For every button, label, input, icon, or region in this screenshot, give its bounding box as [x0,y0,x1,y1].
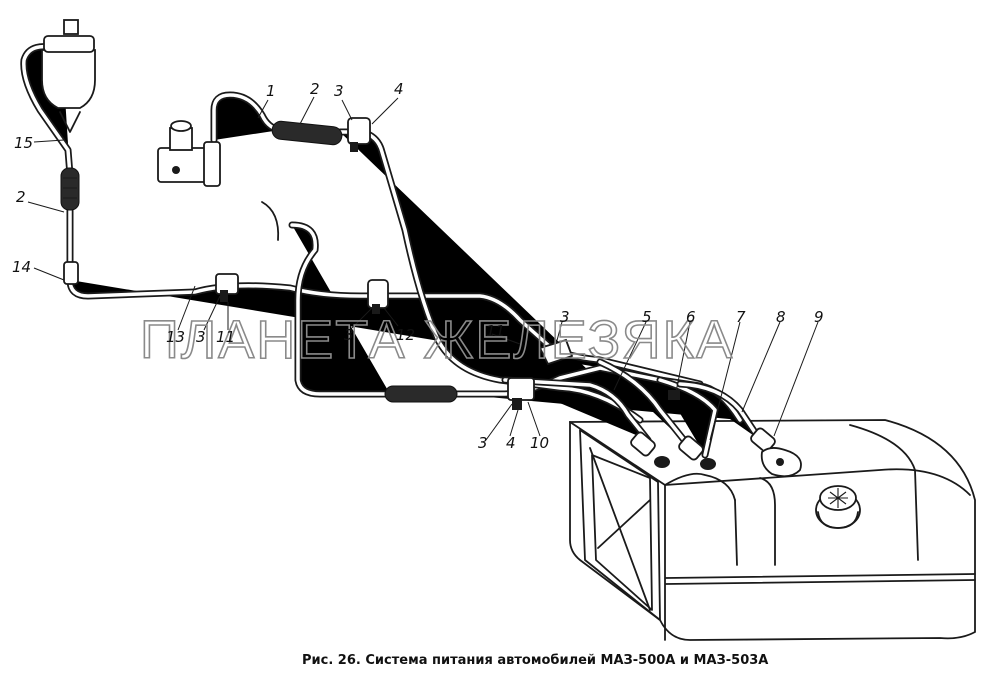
callout-11-left: 11 [216,328,235,346]
pipe-clamps [215,117,680,410]
callout-1: 1 [266,82,276,100]
leader-lines [27,96,819,441]
callout-4-top: 4 [394,80,404,98]
callout-9: 9 [814,308,824,326]
callout-3-right: 3 [560,308,570,326]
watermark-text: ПЛАНЕТА ЖЕЛЕЗЯКА [140,310,734,370]
callout-4-bottom: 4 [506,434,516,452]
rubber-hoses [60,120,458,403]
callout-6: 6 [686,308,696,326]
callout-3-left: 3 [196,328,206,346]
wire-curl [261,201,280,241]
figure-caption: Рис. 26. Система питания автомобилей МАЗ… [302,653,768,668]
callout-7: 7 [736,308,746,326]
fuel-pump-block [157,120,221,187]
callout-15: 15 [14,134,33,152]
callout-11-right: 11 [486,322,505,340]
callout-5: 5 [642,308,652,326]
callout-13: 13 [166,328,185,346]
tank-fittings [630,427,802,478]
fuel-lines [24,47,760,455]
callout-3-center: 3 [344,326,354,344]
fine-fuel-filter [41,19,96,285]
callout-3-top: 3 [334,82,344,100]
callout-10: 10 [530,434,549,452]
callout-8: 8 [776,308,786,326]
callout-12: 12 [396,326,415,344]
fuel-tank [569,419,976,641]
callout-labels: 1 2 3 4 15 2 14 13 3 11 3 12 11 3 5 6 7 … [12,80,824,452]
callout-14: 14 [12,258,31,276]
callout-2-left: 2 [16,188,26,206]
callout-3-bottom: 3 [478,434,488,452]
callout-2-top: 2 [310,80,320,98]
